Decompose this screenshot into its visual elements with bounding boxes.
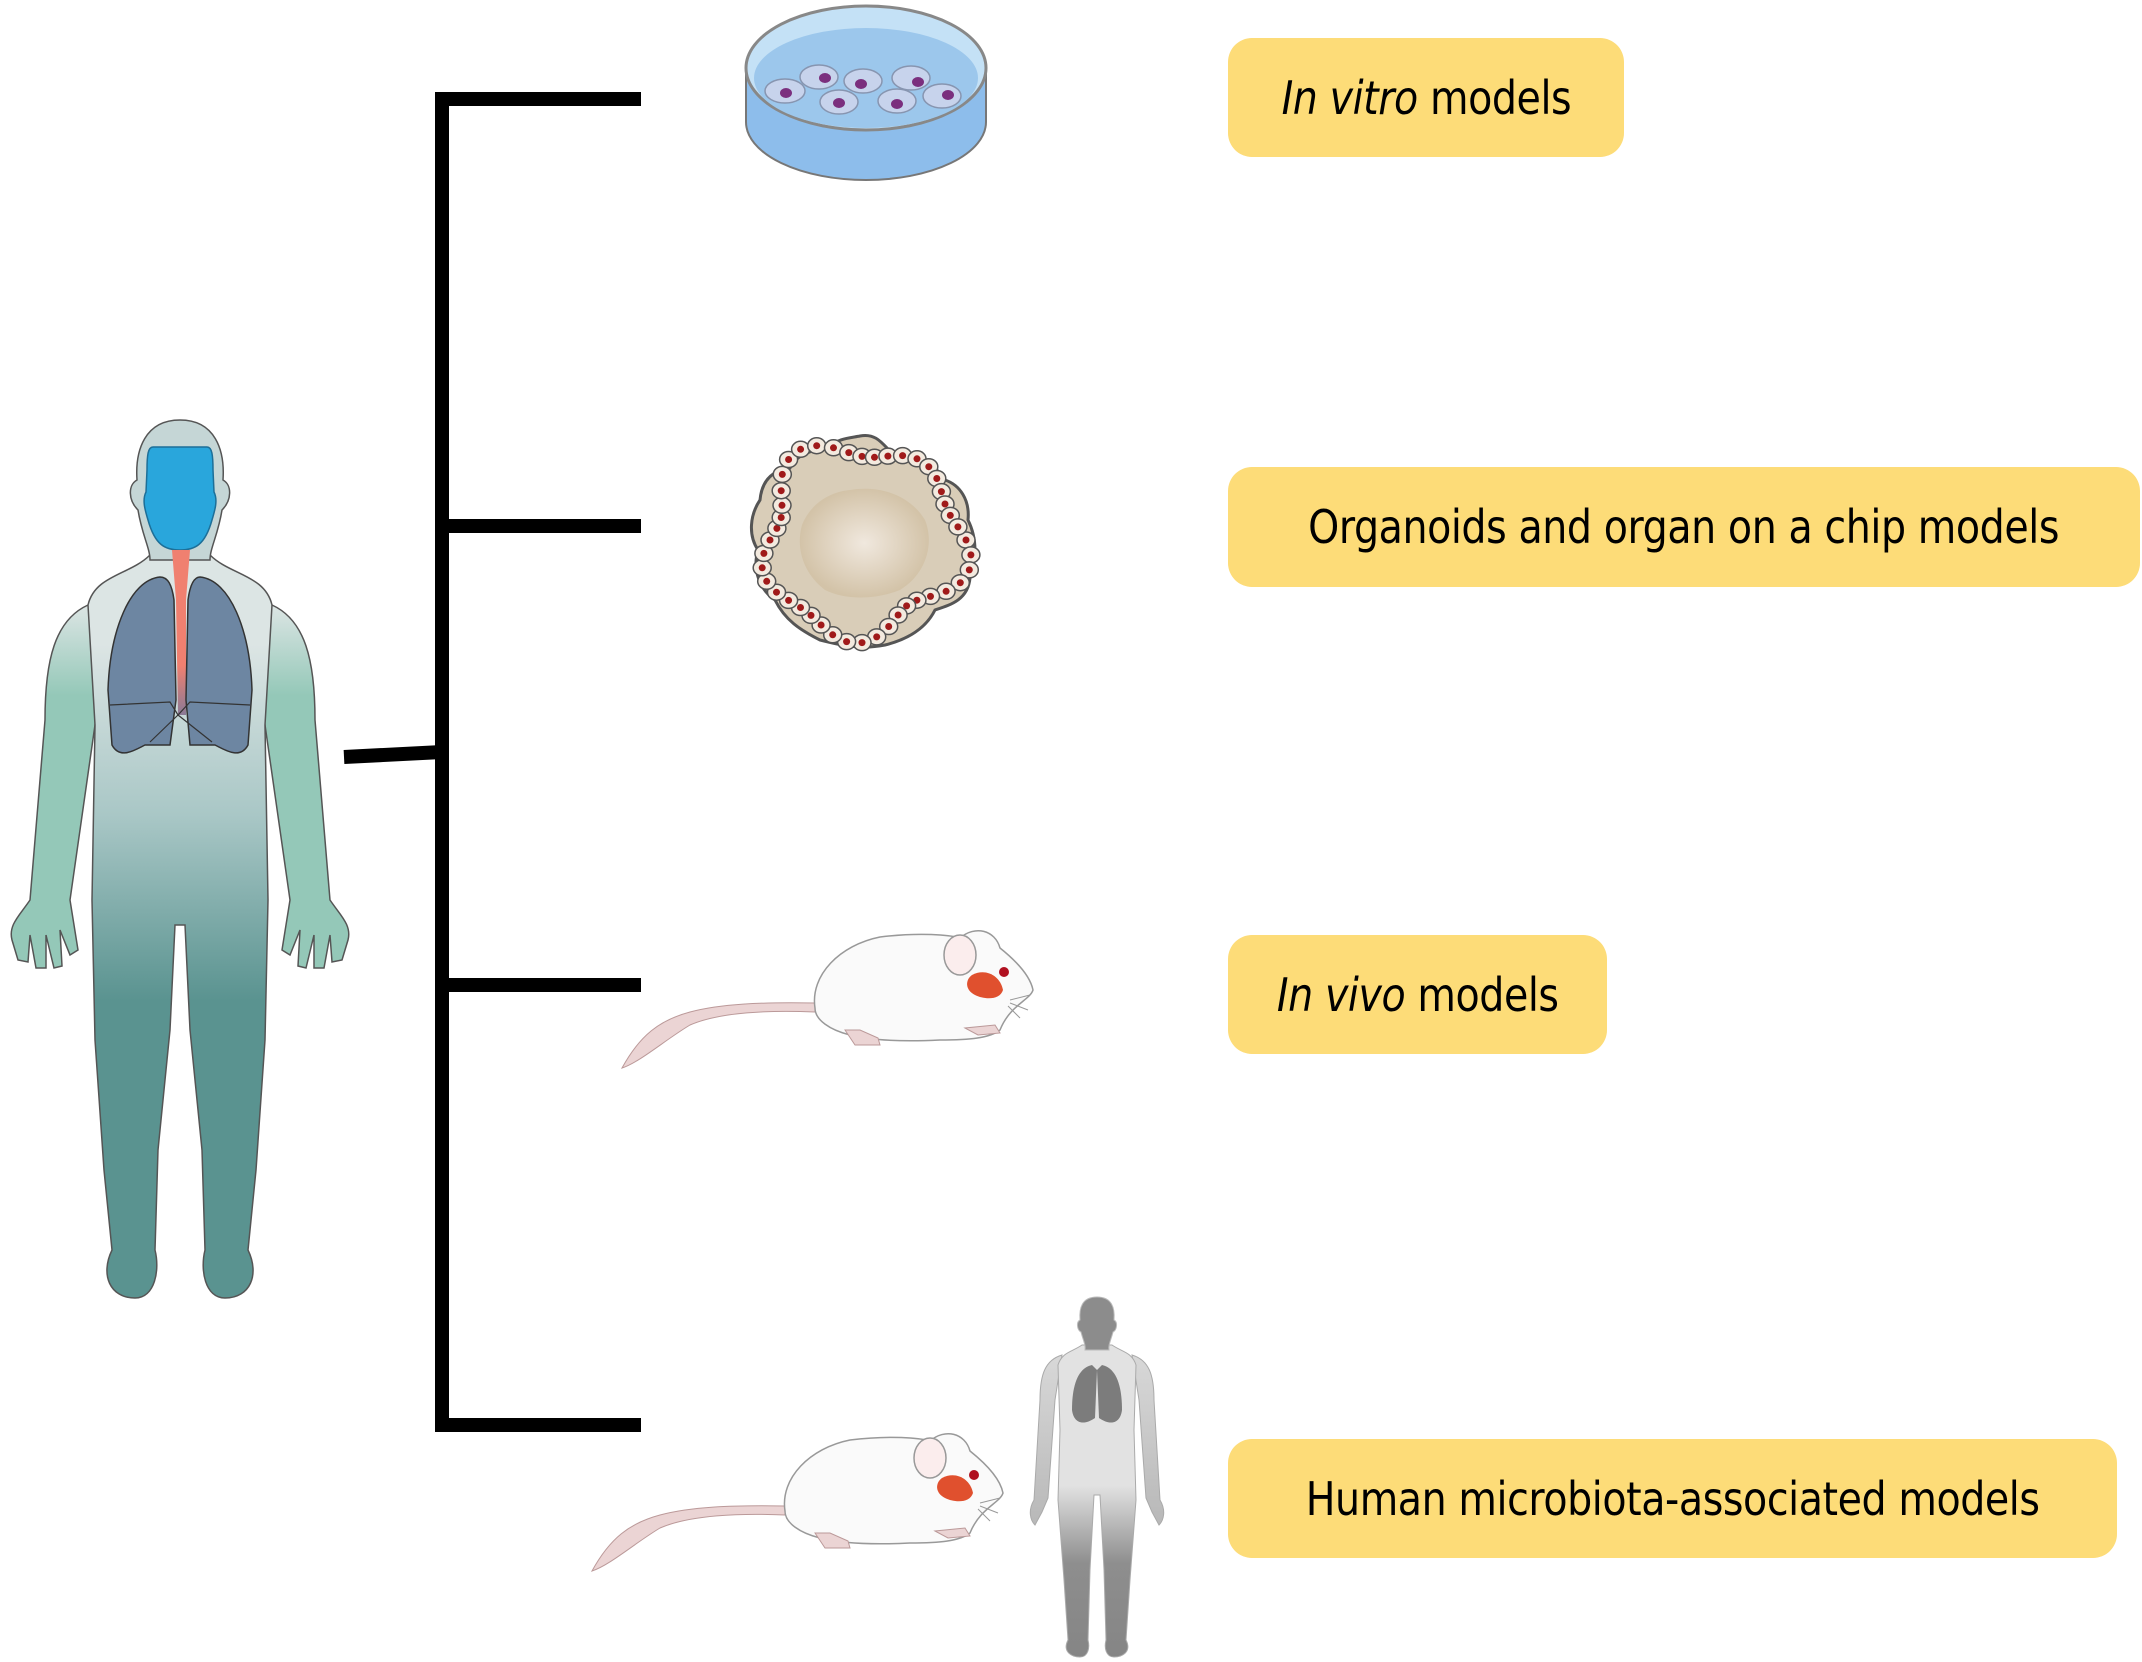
mouse-ear-red xyxy=(967,972,1003,999)
organoid-cell-nucleus xyxy=(954,523,962,531)
grey-human-icon xyxy=(1029,1296,1165,1658)
organoid-cell-nucleus xyxy=(766,536,774,544)
organoid-cell-nucleus xyxy=(817,621,825,629)
right-arm xyxy=(249,604,350,969)
organoid-cell-nucleus xyxy=(807,611,815,619)
connector-root-stub xyxy=(343,745,443,764)
organoid-cell-nucleus xyxy=(885,623,893,630)
label-italic-part: In vitro xyxy=(1281,70,1418,125)
organoid-cell-nucleus xyxy=(845,449,853,457)
organoid-cell-nucleus xyxy=(941,500,949,508)
organoid-cell-nucleus xyxy=(858,452,866,460)
organoid-cell-nucleus xyxy=(778,501,786,509)
organoid-cell-nucleus xyxy=(913,455,921,463)
left-lung xyxy=(107,576,177,754)
organoid-cell-nucleus xyxy=(884,452,892,460)
label-in-vitro-models: In vitro models xyxy=(1228,38,1624,157)
organoid-cell-nucleus xyxy=(962,536,970,544)
organoid-cell-nucleus xyxy=(830,444,837,452)
organoid-cell-nucleus xyxy=(843,638,851,646)
organoid-cell-nucleus xyxy=(871,453,878,461)
label-human-microbiota-models: Human microbiota-associated models xyxy=(1228,1439,2117,1558)
label-regular-part: Organoids and organ on a chip models xyxy=(1308,500,2060,554)
organoid-cell-nucleus xyxy=(946,511,954,519)
label-italic-part: In vivo xyxy=(1276,967,1406,1022)
organoid-cells xyxy=(752,436,981,652)
organoid-cell-nucleus xyxy=(797,445,805,453)
trachea xyxy=(172,550,190,715)
organoid-cell-nucleus xyxy=(785,596,793,604)
organoid-cell-nucleus xyxy=(778,470,786,478)
mouse-tail xyxy=(620,1002,816,1069)
organoid-cell-nucleus xyxy=(965,566,973,574)
organoid-cell-nucleus xyxy=(785,456,793,463)
organoid-cell-nucleus xyxy=(967,551,975,559)
left-arm xyxy=(10,604,111,969)
organoid-cell-nucleus xyxy=(925,463,933,471)
organoid-cell-nucleus xyxy=(899,452,907,460)
organoid-cell-nucleus xyxy=(773,524,781,532)
organoid-cell-nucleus xyxy=(873,633,881,641)
organoid-cell-nucleus xyxy=(894,611,902,619)
organoid-cell-nucleus xyxy=(797,604,804,611)
label-regular-part: models xyxy=(1417,70,1572,125)
organoid-cell-nucleus xyxy=(760,549,768,557)
organoid-cell-nucleus xyxy=(942,587,950,595)
organoid-cell-nucleus xyxy=(758,564,766,572)
organoid-cell-nucleus xyxy=(777,487,785,495)
right-lung xyxy=(185,576,253,754)
cells xyxy=(764,64,962,115)
organoid-cell-nucleus xyxy=(956,579,964,587)
mouse-icon-2 xyxy=(590,1432,1004,1572)
label-regular-part: Human microbiota-associated models xyxy=(1305,1471,2040,1526)
organoid-cell-nucleus xyxy=(903,602,911,610)
diaphragm-line xyxy=(109,701,251,743)
label-in-vivo-models: In vivo models xyxy=(1228,935,1607,1054)
label-regular-part: models xyxy=(1404,967,1559,1022)
organoid-cell-nucleus xyxy=(773,588,780,596)
organoid-cell-nucleus xyxy=(858,639,866,647)
organoid-cell-nucleus xyxy=(763,577,771,585)
organoid-cell-nucleus xyxy=(937,488,945,496)
organoid-cell-nucleus xyxy=(777,514,785,521)
organoid-cell-nucleus xyxy=(933,475,941,482)
organoid-cell-nucleus xyxy=(927,592,934,600)
organoid-cell-nucleus xyxy=(829,631,837,639)
organoid-cell-nucleus xyxy=(813,442,821,450)
label-organoids-models: Organoids and organ on a chip models xyxy=(1228,467,2140,587)
